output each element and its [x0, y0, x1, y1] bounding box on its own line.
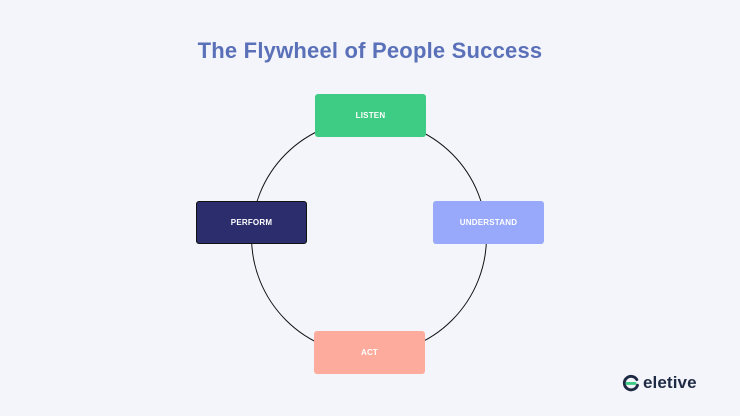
- step-understand-label: UNDERSTAND: [459, 218, 518, 227]
- brand-logo: eletive: [622, 372, 697, 394]
- step-understand: UNDERSTAND: [433, 201, 544, 244]
- step-listen-label: LISTEN: [355, 111, 386, 120]
- step-perform-label: PERFORM: [230, 218, 273, 227]
- step-perform: PERFORM: [196, 201, 307, 244]
- brand-name: eletive: [643, 373, 697, 392]
- eletive-logo-icon: [622, 374, 639, 392]
- step-act-label: ACT: [360, 348, 379, 357]
- step-listen: LISTEN: [315, 94, 426, 137]
- step-act: ACT: [314, 331, 425, 374]
- diagram-title: The Flywheel of People Success: [197, 38, 543, 63]
